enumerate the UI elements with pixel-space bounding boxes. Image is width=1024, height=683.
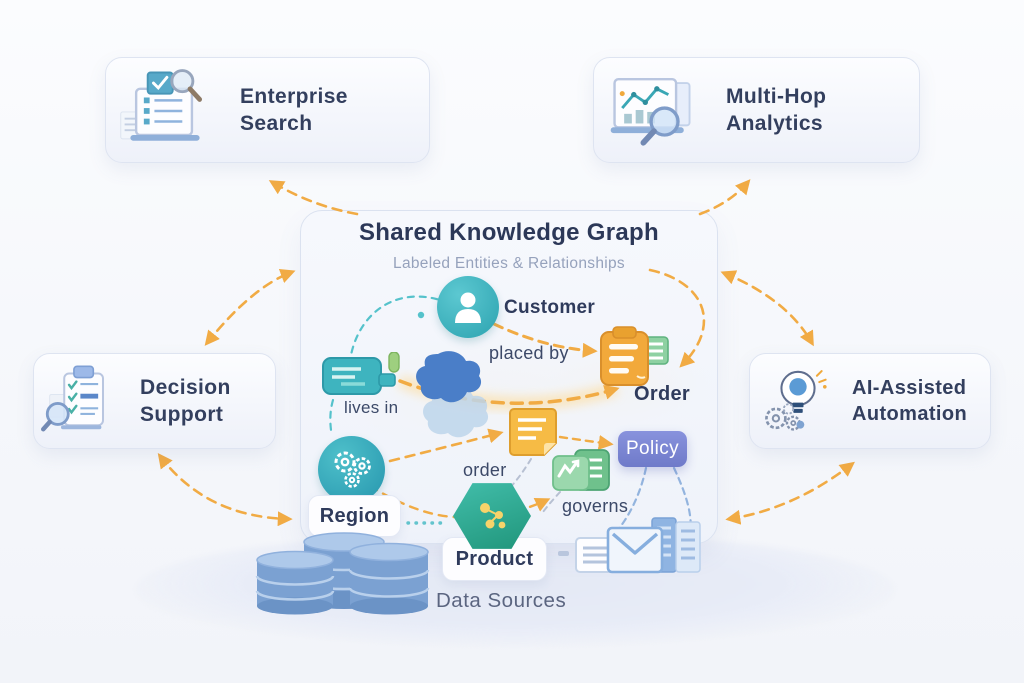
chart-magnifier-icon [594,62,712,158]
molecule-icon [480,503,506,529]
card-label-multi-hop-analytics: Multi-Hop Analytics [726,84,827,135]
map-region-icon [416,351,489,438]
gears-icon [334,451,371,488]
documents-icon [552,449,610,491]
document-envelope-server-icons [575,517,701,574]
panel-title: Shared Knowledge Graph [359,219,659,246]
policy-node: Policy [618,431,687,467]
card-multi-hop-analytics: Multi-Hop Analytics [593,57,920,163]
card-label-ai-assisted-automation: AI-Assisted Automation [852,377,968,425]
card-enterprise-search: Enterprise Search [105,57,430,163]
sticky-note-icon [509,408,557,456]
region-label: Region [319,504,390,527]
clipboard-magnifier-icon [34,358,130,444]
customer-node [437,276,499,338]
order-edge-label: order [463,460,507,480]
lives-in-edge-label: lives in [344,398,399,417]
edge-decision-support-upper [204,268,296,346]
edge-decision-support-lower [157,453,293,527]
customer-label: Customer [504,297,596,318]
card-label-decision-support: Decision Support [140,375,231,426]
policy-label: Policy [625,438,680,459]
product-label: Product [455,547,534,570]
chat-note-icon [322,352,400,395]
panel-subtitle: Labeled Entities & Relationships [393,255,625,272]
order-node clipboard-note-icon [600,326,669,386]
edge-ai-lower [725,461,855,525]
card-label-enterprise-search: Enterprise Search [240,84,348,135]
governs-edge-label: governs [562,496,629,516]
document-search-icon [106,62,224,158]
card-ai-assisted-automation: AI-Assisted Automation [749,353,991,449]
database-cylinders-icon [255,532,430,615]
dash-separator [558,551,569,556]
person-icon [455,292,481,323]
lightbulb-gears-icon [750,358,846,444]
order-label: Order [634,383,690,405]
card-decision-support: Decision Support [33,353,276,449]
edge-ai-upper [720,270,814,347]
data-sources-label: Data Sources [436,589,567,612]
region-node [318,436,385,503]
placed-by-edge-label: placed by [489,343,569,363]
edge-panel-to-multihop [698,179,751,216]
